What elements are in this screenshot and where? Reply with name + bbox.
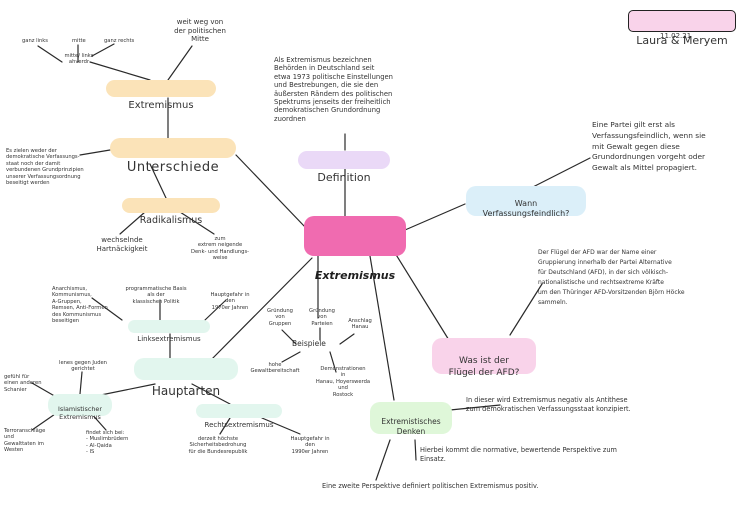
- date-label: 11.02.21: [660, 32, 692, 40]
- islam-label: Islamistischer Extremismus: [58, 405, 102, 421]
- connector-lines: [31, 43, 591, 481]
- axis-right: ganz rechts: [104, 38, 135, 44]
- extremismus-topic[interactable]: Extremismus: [106, 80, 216, 111]
- center-label: Extremismus: [314, 269, 396, 282]
- unterschiede-topic[interactable]: Unterschiede: [110, 138, 236, 175]
- names-badge: Laura & Meryem: [628, 10, 736, 47]
- unterschiede-note: Es zielen weder der demokratische Verfas…: [6, 148, 84, 187]
- beispiel-parteien: Gründung von Parteien: [309, 308, 335, 327]
- axis-left: ganz links: [22, 38, 49, 44]
- islam-top: lenes gegen Juden gerichtet: [59, 360, 107, 373]
- rechtsextremismus-label: Rechtsextremismus: [204, 421, 274, 429]
- linksextremismus-topic[interactable]: Linksextremismus: [128, 320, 210, 343]
- linksextremismus-label: Linksextremismus: [137, 335, 201, 343]
- definition-topic[interactable]: Definition: [298, 151, 390, 184]
- denken-topic[interactable]: Extremistisches Denken: [370, 402, 452, 436]
- rechts-right: Hauptgefahr in den 1990er Jahren: [290, 436, 330, 455]
- center-node[interactable]: Extremismus: [304, 216, 406, 282]
- beispiel-hanau: Anschlag Hanau: [348, 318, 372, 331]
- hauptarten-label: Hauptarten: [151, 384, 221, 398]
- axis-center-note: mitte/ links ahverdr: [64, 53, 94, 66]
- rechtsextremismus-topic[interactable]: Rechtsextremismus: [196, 404, 282, 429]
- weit-weg-note: weit weg von der politischen Mitte: [174, 18, 226, 44]
- links-left: Anarchismus, Kommunismus, A-Gruppen, Rem…: [52, 286, 108, 325]
- radikalismus-right: zum extrem neigende Denk- und Handlungs-…: [190, 236, 250, 262]
- links-right: Hauptgefahr in den 1970er Jahren: [210, 292, 250, 311]
- unterschiede-label: Unterschiede: [126, 160, 220, 175]
- links-middle: programmatische Basis als der klassische…: [125, 286, 187, 305]
- radikalismus-label: Radikalismus: [139, 215, 203, 226]
- wann-label: Wann Verfassungsfeindlich?: [482, 199, 570, 218]
- beispiel-gewalt: hohe Gewaltbereitschaft: [250, 362, 300, 375]
- wann-topic[interactable]: Wann Verfassungsfeindlich?: [466, 186, 586, 218]
- definition-label: Definition: [317, 171, 371, 184]
- rechts-left: derzeit höchste Sicherheitsbedrohung für…: [188, 436, 248, 455]
- wann-text: Eine Partei gilt erst als Verfassungsfei…: [592, 120, 706, 173]
- islam-left-bottom: Terroranschläge und Gewalttaten im Weste…: [4, 428, 46, 454]
- radikalismus-topic[interactable]: Radikalismus: [122, 198, 220, 226]
- beispiele-label[interactable]: Beispiele: [292, 339, 326, 348]
- extremismus-topic-label: Extremismus: [128, 100, 194, 111]
- axis-middle: mitte: [72, 38, 86, 44]
- definition-text: Als Extremismus bezeichnen Behörden in D…: [274, 56, 393, 123]
- denken-right2: Hierbei kommt die normative, bewertende …: [420, 446, 617, 463]
- beispiel-demos: Demonstrationen in Hanau, Hoyerswerda un…: [315, 366, 371, 398]
- names-label: Laura & Meryem: [636, 34, 728, 47]
- denken-label: Extremistisches Denken: [381, 417, 441, 436]
- islam-left-top: gefühl für einen anderen Schanier: [4, 374, 42, 393]
- fluegel-topic[interactable]: Was ist der Flügel der AFD?: [432, 338, 536, 378]
- radikalismus-left: wechselnde Hartnäckigkeit: [96, 236, 148, 253]
- fluegel-text: Der Flügel der AFD war der Name einer Gr…: [538, 249, 685, 306]
- islam-bottom: findet sich bei: - Muslimbrüdern - Al-Qa…: [86, 430, 129, 456]
- hauptarten-topic[interactable]: Hauptarten: [134, 358, 238, 398]
- fluegel-label: Was ist der Flügel der AFD?: [448, 356, 520, 378]
- denken-bottom: Eine zweite Perspektive definiert politi…: [322, 482, 539, 490]
- beispiel-gruppen: Gründung von Gruppen: [267, 308, 293, 327]
- islam-topic[interactable]: Islamistischer Extremismus: [48, 394, 112, 421]
- denken-right1: In dieser wird Extremismus negativ als A…: [466, 396, 631, 413]
